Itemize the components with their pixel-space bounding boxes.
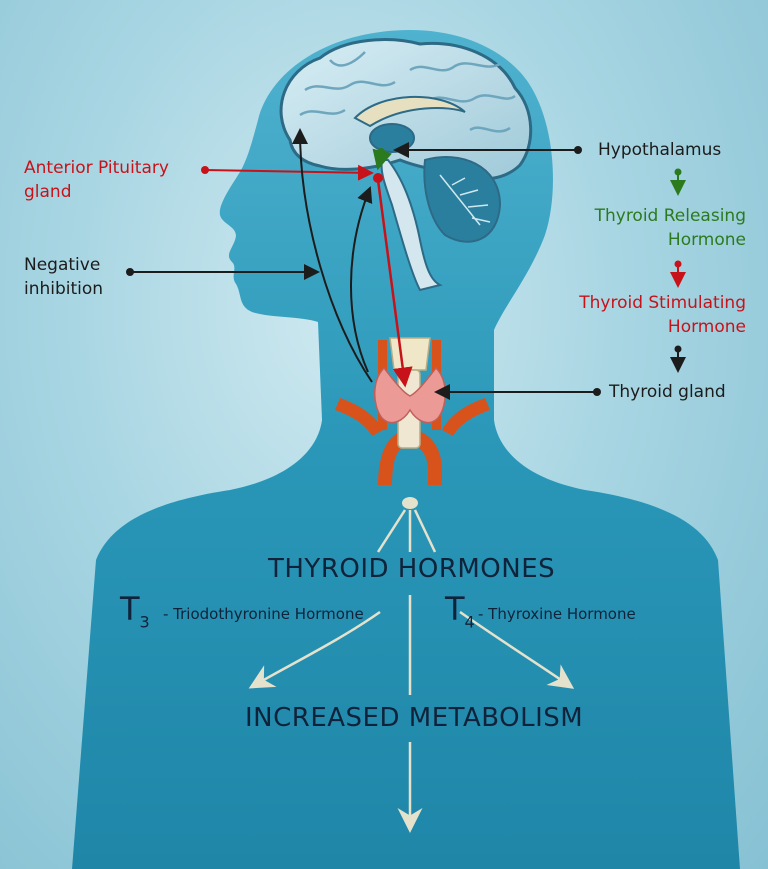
t4-letter: T: [445, 590, 465, 628]
tsh-line2: Hormone: [667, 317, 746, 337]
hypothalamus-label: Hypothalamus: [598, 140, 722, 160]
feedback-to-pituitary: [350, 186, 373, 373]
brain-folds: [299, 51, 516, 133]
body-silhouette: [72, 30, 740, 869]
larynx: [389, 337, 431, 371]
t4-subscript: 4: [464, 612, 475, 632]
tsh-arrow: [376, 179, 413, 388]
tsh-line1: Thyroid Stimulating: [579, 293, 746, 313]
hypothalamus-dot: [377, 148, 385, 156]
corpus-callosum: [353, 96, 466, 128]
trh-arrow: [372, 148, 392, 171]
cerebellum-tree: [439, 174, 491, 226]
brainstem: [380, 159, 443, 292]
thalamus: [369, 123, 415, 153]
negative-inhibition-label: Negative inhibition: [24, 253, 103, 301]
thyroid-hormones-title: THYROID HORMONES: [268, 554, 556, 584]
hormone-source: [402, 497, 418, 509]
left-artery: [335, 398, 383, 436]
t3-letter: T: [120, 590, 140, 628]
trh-line1: Thyroid Releasing: [594, 206, 746, 226]
metabolism-arrow-left: [248, 610, 381, 689]
trh-line2: Hormone: [667, 230, 746, 250]
thyroid-lobes: [374, 366, 446, 424]
metabolism-arrow-right: [459, 610, 575, 689]
t3-description: - Triodothyronine Hormone: [163, 605, 364, 623]
source-branch-right: [413, 509, 437, 553]
negative-inhibition-line1: Negative: [24, 255, 101, 275]
right-artery: [442, 398, 490, 436]
thyroid-gland-label: Thyroid gland: [609, 382, 726, 402]
t4-description: - Thyroxine Hormone: [478, 605, 636, 623]
anterior-pituitary-label: Anterior Pituitary gland: [24, 156, 169, 204]
anterior-pituitary-pointer: [204, 164, 374, 181]
t4-symbol: T4: [445, 590, 475, 631]
pituitary: [373, 173, 383, 183]
feedback-to-brain: [292, 128, 373, 383]
negative-inhibition-line2: inhibition: [24, 279, 104, 299]
tsh-label: Thyroid Stimulating Hormone: [579, 291, 746, 339]
anterior-pituitary-line1: Anterior Pituitary: [24, 158, 169, 178]
increased-metabolism-title: INCREASED METABOLISM: [245, 703, 584, 733]
t3-subscript: 3: [139, 612, 150, 632]
source-branch-left: [376, 509, 407, 553]
t3-symbol: T3: [120, 590, 150, 631]
anterior-pituitary-line2: gland: [24, 182, 72, 202]
aorta-arch: [378, 430, 442, 485]
trh-label: Thyroid Releasing Hormone: [595, 204, 746, 252]
